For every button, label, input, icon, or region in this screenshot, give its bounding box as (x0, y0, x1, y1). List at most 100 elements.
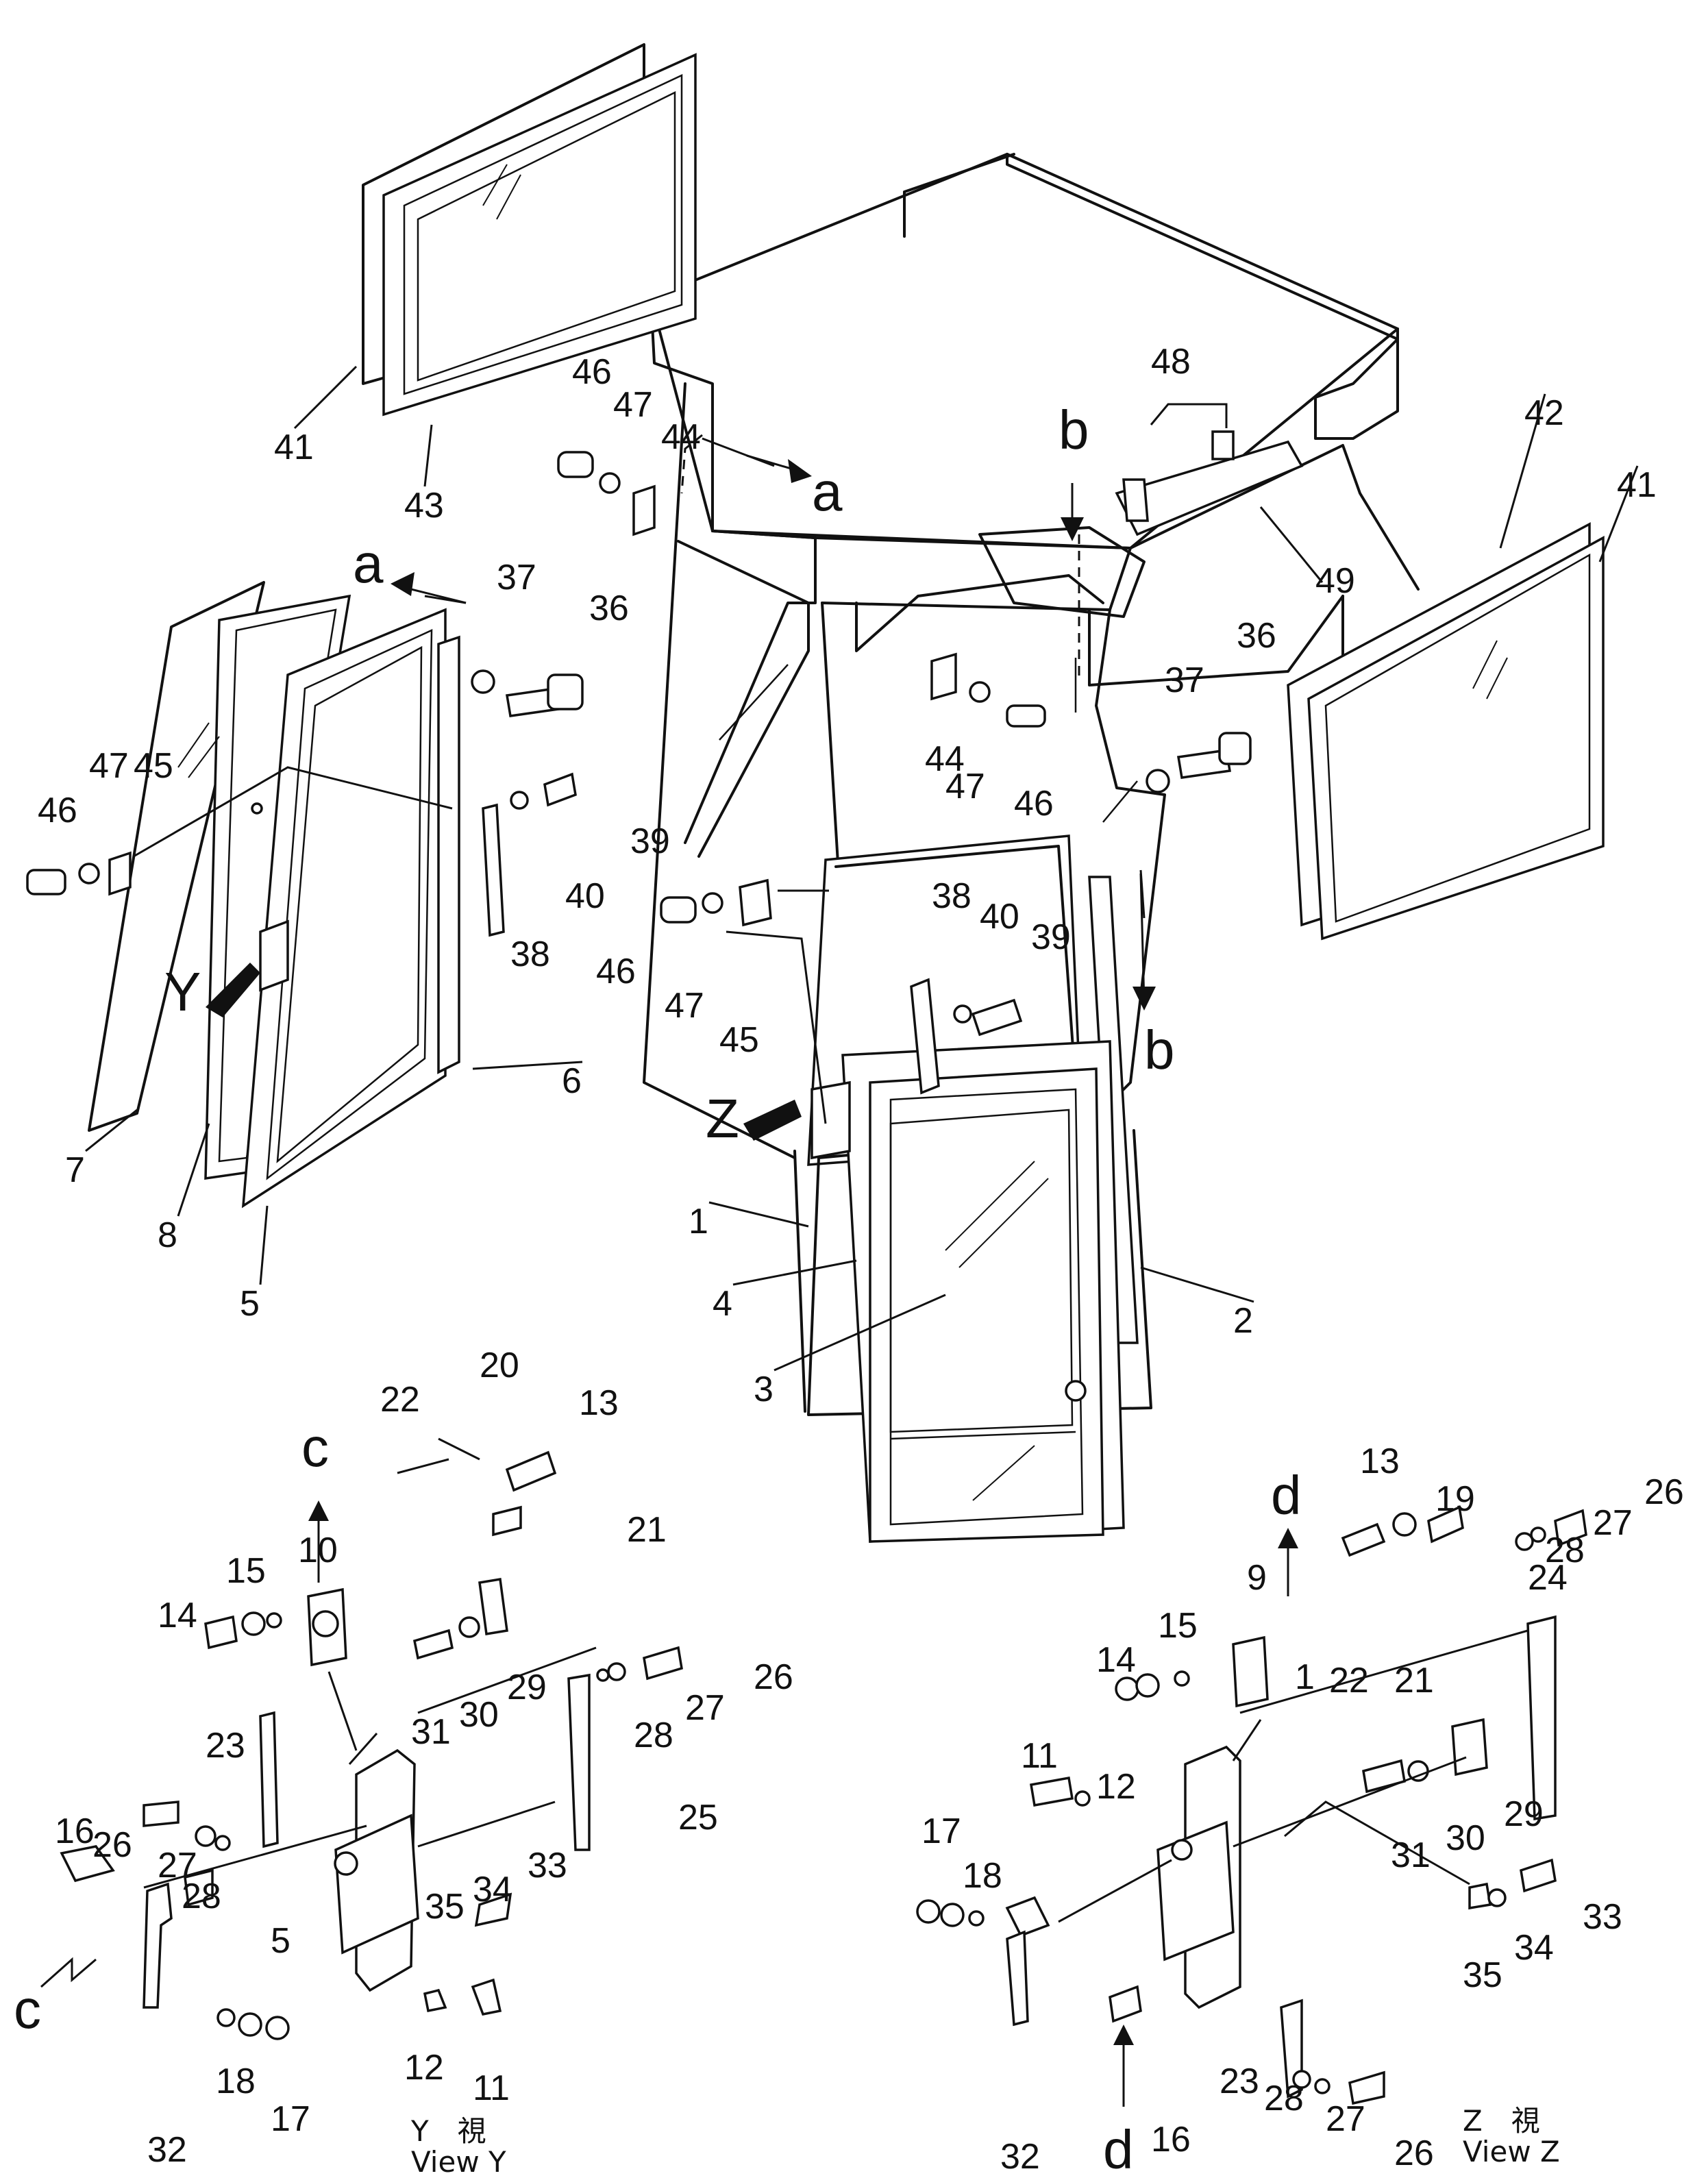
leader-lines (133, 434, 1146, 1124)
part-number-c37b: 37 (1165, 660, 1204, 700)
part-number-c47d: 47 (665, 986, 704, 1026)
part-number-c27d: 27 (1326, 2099, 1365, 2139)
part-number-c17a: 17 (271, 2099, 310, 2139)
part-number-c28b: 28 (182, 1877, 221, 1916)
part-number-c40a: 40 (565, 876, 605, 916)
gutter-assembly (1115, 403, 1324, 583)
leader-c6 (472, 1061, 583, 1070)
part-number-c27a: 27 (685, 1688, 725, 1728)
part-number-c8: 8 (158, 1215, 177, 1255)
part-number-c12b: 12 (1096, 1767, 1136, 1807)
part-number-c18a: 18 (216, 2062, 256, 2101)
left-door-assembly (88, 581, 460, 1209)
leader-c42 (1499, 393, 1546, 549)
part-number-c16b: 16 (1151, 2120, 1191, 2160)
part-number-c26b: 26 (92, 1825, 132, 1865)
roof-window-left (362, 43, 697, 417)
part-number-c18b: 18 (963, 1856, 1002, 1896)
part-number-c37a: 37 (497, 558, 536, 597)
cab-body (643, 153, 1420, 1159)
part-number-c31a: 31 (411, 1712, 451, 1752)
part-number-c47b: 47 (89, 746, 129, 786)
part-number-c11a: 11 (473, 2068, 510, 2108)
part-number-c46a: 46 (572, 352, 612, 392)
part-number-c24: 24 (1528, 1558, 1568, 1598)
part-number-c26d: 26 (1394, 2133, 1434, 2173)
part-number-c4: 4 (713, 1284, 732, 1324)
view-marker-Z: Z (706, 1088, 739, 1149)
leader-c8 (177, 1123, 210, 1217)
part-number-c20: 20 (480, 1346, 519, 1385)
part-number-c39a: 39 (630, 821, 670, 861)
part-number-c29b: 29 (1504, 1794, 1544, 1834)
part-number-c46d: 46 (596, 952, 636, 991)
part-number-c12a: 12 (404, 2048, 444, 2088)
part-number-c23a: 23 (206, 1726, 245, 1766)
part-number-c27b: 27 (158, 1846, 197, 1885)
leader-c4 (732, 1259, 857, 1286)
leader-c3 (773, 1294, 946, 1372)
view-z-caption-en: View Z (1463, 2135, 1560, 2168)
leader-c1a (708, 1201, 809, 1228)
part-number-c15a: 15 (226, 1551, 266, 1591)
view-z-caption-jp: Z 視 (1463, 2104, 1540, 2138)
part-number-c14b: 14 (1096, 1640, 1136, 1680)
view-z-assembly (916, 1505, 1587, 2105)
view-marker-d_low: d (1103, 2119, 1134, 2178)
view-marker-Y: Y (164, 961, 201, 1022)
part-number-c31b: 31 (1391, 1835, 1431, 1875)
part-number-c10: 10 (298, 1531, 338, 1570)
part-number-c7: 7 (65, 1150, 85, 1190)
leader-c43 (423, 424, 433, 487)
part-number-c13a: 13 (579, 1383, 619, 1423)
side-window-right (1287, 522, 1605, 941)
part-number-c26a: 26 (754, 1657, 793, 1697)
part-number-c49: 49 (1315, 561, 1355, 601)
part-number-c26c: 26 (1644, 1472, 1684, 1512)
part-number-c17b: 17 (921, 1811, 961, 1851)
part-number-c46c: 46 (1014, 784, 1054, 824)
part-number-c47a: 47 (613, 385, 653, 425)
part-number-c48: 48 (1151, 342, 1191, 382)
view-marker-c_low: c (14, 1979, 41, 2040)
part-number-c25: 25 (678, 1798, 718, 1837)
leader-c2 (1140, 1266, 1254, 1303)
upper-hardware (26, 451, 1252, 1095)
part-number-c3: 3 (754, 1370, 773, 1409)
part-number-c36b: 36 (1237, 616, 1276, 656)
part-number-c45a: 45 (134, 746, 173, 786)
part-number-c6: 6 (562, 1061, 582, 1101)
part-number-c40b: 40 (980, 897, 1019, 937)
part-number-c35a: 35 (425, 1887, 465, 1927)
part-number-c21b: 21 (1394, 1661, 1434, 1700)
part-number-c34b: 34 (1514, 1928, 1554, 1968)
part-number-c22b: 22 (1329, 1661, 1369, 1700)
part-number-c23b: 23 (1220, 2062, 1259, 2101)
part-number-c43: 43 (404, 486, 444, 525)
part-number-c34a: 34 (473, 1870, 512, 1909)
view-marker-c_up: c (301, 1417, 329, 1478)
view-marker-a1: a (812, 461, 843, 522)
view-y-caption-jp: Y 視 (410, 2114, 486, 2148)
part-number-c42: 42 (1524, 393, 1564, 433)
part-number-c16a: 16 (55, 1811, 95, 1851)
part-number-c13b: 13 (1360, 1441, 1400, 1481)
part-number-c5a: 5 (240, 1284, 260, 1324)
part-number-c21a: 21 (627, 1510, 667, 1550)
part-number-c44a: 44 (661, 417, 701, 457)
view-marker-b1: b (1059, 399, 1089, 460)
part-number-c28c: 28 (1545, 1531, 1585, 1570)
part-number-c35b: 35 (1463, 1955, 1502, 1995)
part-number-c30a: 30 (459, 1695, 499, 1735)
leader-c41b (1598, 465, 1639, 562)
part-number-c30b: 30 (1446, 1818, 1485, 1858)
part-number-c39b: 39 (1031, 917, 1071, 957)
front-door-assembly (793, 834, 1152, 1543)
part-number-c33a: 33 (528, 1846, 567, 1885)
view-marker-b2: b (1144, 1019, 1175, 1080)
part-number-c15b: 15 (1158, 1606, 1198, 1646)
part-number-c46b: 46 (38, 791, 77, 830)
